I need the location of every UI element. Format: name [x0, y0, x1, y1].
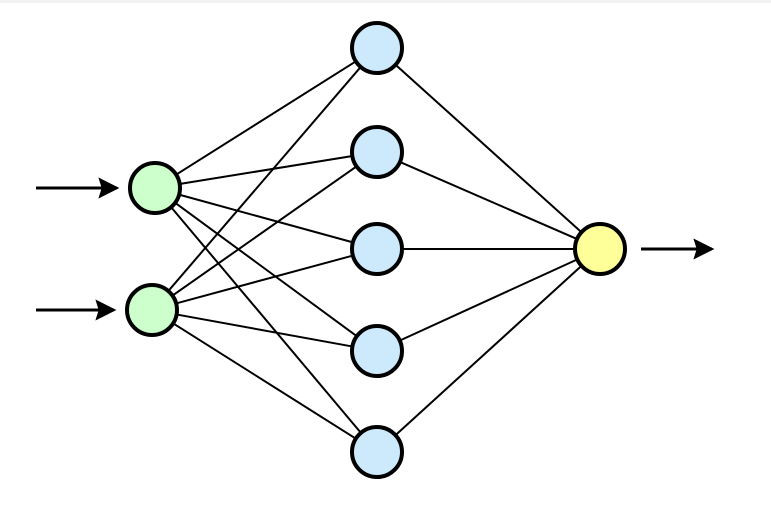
edge-group [166, 59, 583, 441]
connection-edge [171, 321, 358, 441]
connection-edge [398, 160, 579, 241]
hidden-node-5[interactable] [350, 425, 404, 479]
connection-edge [166, 65, 363, 293]
node-group [125, 21, 627, 479]
connection-edge [171, 164, 358, 298]
connection-edge [394, 264, 583, 437]
connection-edge [398, 258, 579, 342]
input-node-2[interactable] [125, 283, 179, 337]
connection-edge [173, 201, 359, 338]
connection-edge [175, 313, 354, 348]
hidden-node-3[interactable] [350, 222, 404, 276]
connection-edge [174, 59, 358, 177]
hidden-node-1[interactable] [350, 21, 404, 75]
hidden-node-2[interactable] [350, 125, 404, 179]
connection-edge [177, 193, 355, 244]
hidden-node-4[interactable] [350, 324, 404, 378]
input-node-1[interactable] [128, 161, 182, 215]
connection-edge [174, 254, 355, 305]
connection-edge [178, 154, 354, 186]
top-edge-strip [0, 0, 771, 3]
connection-edge [169, 205, 363, 435]
arrow-group [36, 177, 715, 321]
connection-edge [394, 63, 583, 234]
output-node-1[interactable] [573, 222, 627, 276]
